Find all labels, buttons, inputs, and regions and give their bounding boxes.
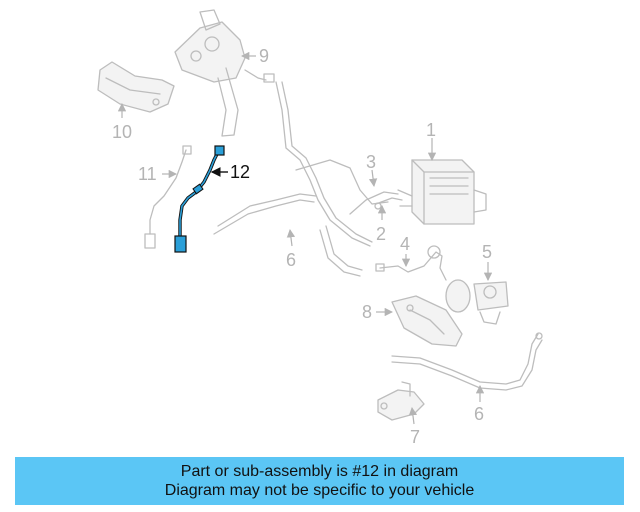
part-4-hose: [375, 245, 447, 281]
callout-2: 2: [376, 204, 387, 244]
part-1-canister-box: [397, 159, 487, 225]
part-8-shield: [391, 295, 463, 347]
callout-8: 8: [362, 302, 394, 322]
callout-5-label: 5: [482, 242, 492, 262]
callout-4-label: 4: [400, 234, 410, 254]
callout-1-label: 1: [426, 120, 436, 140]
callout-3: 3: [366, 152, 378, 188]
callout-11: 11: [138, 164, 178, 184]
callout-1: 1: [426, 120, 437, 162]
callout-2-label: 2: [376, 224, 386, 244]
callout-10: 10: [112, 102, 132, 142]
part-12-harness: [174, 145, 225, 253]
callout-6-upper: 6: [286, 228, 296, 270]
callout-6b-label: 6: [474, 404, 484, 424]
callout-3-label: 3: [366, 152, 376, 172]
callout-12: 12: [210, 162, 250, 182]
callout-8-label: 8: [362, 302, 372, 322]
part-7-bracket: [377, 381, 425, 421]
callout-4: 4: [400, 234, 411, 268]
info-banner: Part or sub-assembly is #12 in diagram D…: [15, 457, 624, 505]
callout-6a-label: 6: [286, 250, 296, 270]
part-2-connector: [374, 197, 403, 210]
callout-7-label: 7: [410, 427, 420, 447]
callout-6-lower: 6: [474, 384, 485, 424]
callout-10-label: 10: [112, 122, 132, 142]
callout-5: 5: [482, 242, 493, 282]
callout-9: 9: [240, 46, 269, 66]
callout-7: 7: [408, 406, 420, 447]
callout-11-label: 11: [138, 164, 157, 184]
part-6-lines-lower: [391, 332, 543, 391]
banner-line-2: Diagram may not be specific to your vehi…: [164, 482, 475, 499]
part-6-lines-upper: [213, 81, 399, 277]
banner-line-1: Part or sub-assembly is #12 in diagram: [180, 463, 459, 480]
part-5-valve: [445, 279, 509, 325]
part-9-canister: [174, 9, 275, 137]
callout-9-label: 9: [259, 46, 269, 66]
part-11-sensor: [144, 145, 192, 249]
part-10-bracket: [97, 61, 175, 113]
callout-12-label: 12: [230, 162, 250, 182]
